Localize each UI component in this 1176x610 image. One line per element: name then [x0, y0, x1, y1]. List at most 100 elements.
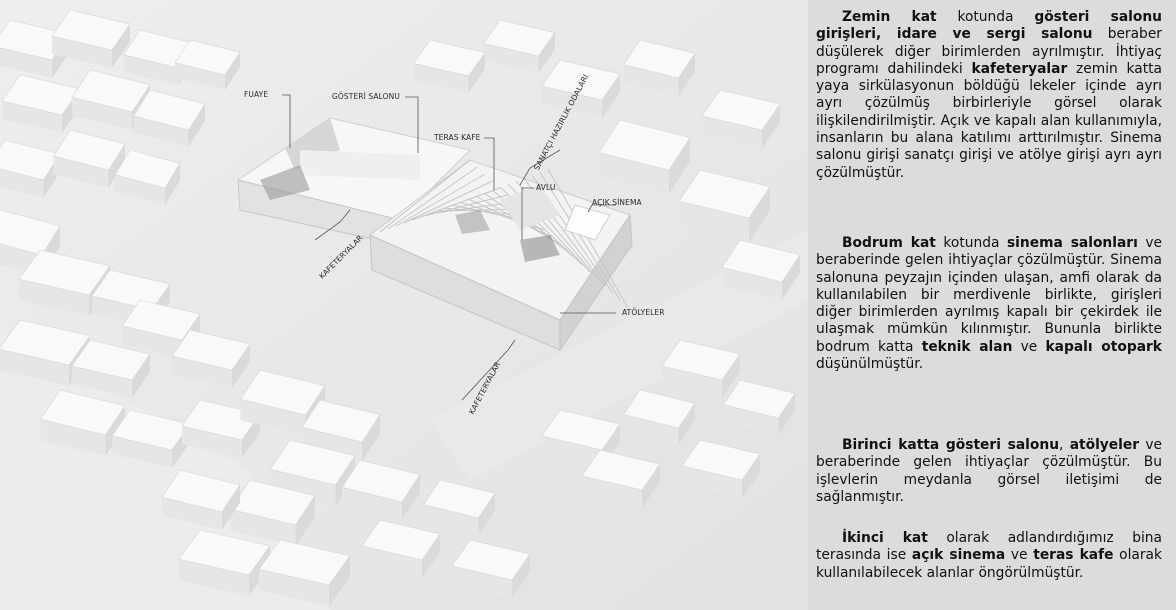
massing-block	[581, 449, 661, 491]
louver-line	[379, 159, 471, 233]
massing-block	[451, 539, 531, 581]
massing-block	[599, 152, 669, 194]
massing-block	[678, 53, 695, 96]
massing-block	[468, 52, 485, 93]
massing-block	[742, 454, 760, 498]
massing-block	[362, 546, 422, 578]
bold-text-run: sinema salonları	[1006, 235, 1138, 251]
massing-block	[723, 379, 796, 419]
site-massing-image	[0, 0, 808, 610]
text-run: ve beraberinde gelen ihtiyaçlar çözülmüş…	[816, 437, 1162, 505]
bold-text-run: kafeteryalar	[971, 60, 1068, 77]
massing-block	[258, 539, 351, 586]
massing-block	[240, 399, 306, 436]
massing-block	[642, 464, 660, 508]
massing-block	[682, 466, 742, 498]
massing-block	[112, 24, 130, 68]
massing-block	[602, 74, 620, 118]
massing-block	[161, 469, 241, 513]
massing-block	[302, 427, 362, 462]
bold-text-run: atölyeler	[1069, 437, 1140, 453]
massing-block	[175, 62, 225, 90]
text-run: zemin katta yaya sirkülasyonun böldüğü l…	[816, 60, 1162, 181]
massing-block	[40, 389, 126, 436]
massing-block	[0, 47, 52, 78]
massing-block	[259, 569, 329, 606]
massing-block	[172, 356, 232, 388]
description-panel: Zemin kat kotunda gösteri salonu girişle…	[808, 0, 1176, 610]
massing-block	[51, 9, 131, 51]
massing-block	[512, 554, 530, 598]
label-avlu: AVLU	[536, 183, 556, 192]
massing-block	[722, 267, 782, 300]
massing-block	[225, 52, 240, 90]
bold-text-run: teknik alan	[921, 338, 1013, 355]
massing-block	[174, 39, 241, 76]
massing-block	[412, 39, 486, 77]
massing-block	[295, 495, 315, 546]
massing-block	[53, 156, 109, 188]
text-run: ,	[1059, 437, 1070, 453]
massing-block	[182, 426, 242, 458]
paragraph-bodrum-kat: Bodrum kat kotunda sinema salonları ve b…	[816, 235, 1162, 373]
text-run: düşünülmüştür.	[816, 356, 924, 373]
proposed-building	[236, 117, 633, 352]
text-run: olarak adlandırdığımız bina terasında is…	[816, 530, 1162, 564]
massing-block	[342, 487, 402, 520]
massing-block	[108, 144, 125, 188]
massing-block	[133, 116, 189, 147]
label-teras-kafe: TERAS KAFE	[434, 133, 481, 142]
massing-block	[2, 101, 62, 133]
massing-block	[721, 239, 801, 283]
louver-line	[395, 173, 486, 227]
massing-block	[661, 339, 741, 381]
massing-block	[623, 39, 696, 79]
louver-line	[387, 166, 478, 230]
massing-block	[423, 479, 496, 519]
massing-block	[623, 64, 679, 96]
label-atolyeler: ATÖLYELER	[622, 308, 665, 317]
massing-block	[19, 279, 89, 316]
text-run: beraber düşülerek diğer birimlerden ayrı…	[816, 26, 1162, 77]
massing-block	[270, 439, 356, 486]
massing-block	[541, 409, 621, 451]
massing-block	[53, 129, 126, 171]
label-acik-sinema: AÇIK SİNEMA	[592, 198, 642, 207]
massing-block	[701, 89, 781, 131]
massing-block	[362, 414, 380, 462]
architectural-render: FUAYE GÖSTERİ SALONU TERAS KAFE SANATÇI …	[0, 0, 808, 610]
massing-block	[702, 116, 762, 148]
massing-block	[422, 534, 440, 578]
massing-block	[582, 476, 642, 508]
massing-block	[171, 329, 251, 371]
massing-block	[270, 469, 336, 506]
bold-text-run: açık sinema	[911, 547, 1006, 564]
massing-block	[115, 174, 165, 205]
massing-block	[240, 369, 326, 416]
massing-block	[165, 163, 180, 205]
massing-block	[679, 201, 749, 242]
text-run: ve beraberinde gelen ihtiyaçlar çözülmüş…	[816, 235, 1162, 355]
massing-block	[541, 59, 621, 101]
massing-block	[762, 104, 780, 148]
surrounding-buildings	[0, 9, 801, 606]
paragraph-ikinci-kat: İkinci kat olarak adlandırdığımız bina t…	[816, 530, 1162, 582]
bold-text-run: İkinci kat	[842, 530, 928, 546]
massing-block	[452, 566, 512, 598]
massing-block	[598, 119, 691, 171]
massing-block	[188, 104, 205, 147]
label-fuaye: FUAYE	[244, 90, 269, 99]
massing-block	[402, 474, 420, 520]
massing-block	[242, 414, 260, 458]
bold-text-run: Bodrum kat	[842, 235, 936, 251]
text-run: ve	[1005, 547, 1034, 564]
massing-block	[538, 32, 555, 73]
massing-block	[722, 354, 740, 398]
massing-block	[0, 349, 69, 386]
massing-block	[623, 414, 679, 445]
massing-block	[723, 404, 779, 435]
massing-block	[413, 63, 469, 93]
massing-block	[423, 504, 479, 535]
bold-text-run: teras kafe	[1033, 547, 1114, 564]
massing-block	[72, 366, 132, 398]
